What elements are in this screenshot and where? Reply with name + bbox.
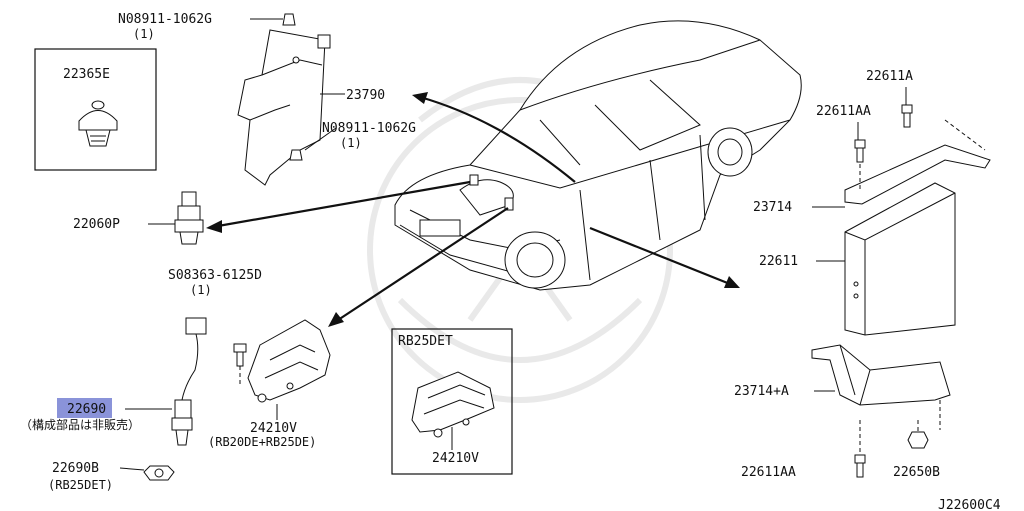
- part-24210V-a: [247, 319, 331, 403]
- label-08911-top-qty: (1): [133, 27, 155, 41]
- label-22611[interactable]: 22611: [759, 254, 798, 269]
- rb25det-box: [391, 328, 513, 475]
- label-22060P[interactable]: 22060P: [73, 217, 120, 232]
- bolt-22611AA-bot: [854, 454, 866, 478]
- label-22690[interactable]: 22690: [67, 402, 106, 417]
- label-24210V-a[interactable]: 24210V: [250, 421, 297, 436]
- part-22611-ecu: [844, 182, 956, 336]
- label-23790[interactable]: 23790: [346, 88, 385, 103]
- part-22690B: [143, 465, 175, 481]
- part-22365E-box: [34, 48, 157, 171]
- arrow-to-22060P: [206, 180, 471, 233]
- label-24210V-b[interactable]: 24210V: [432, 451, 479, 466]
- highlight-22690: [57, 398, 112, 418]
- label-22690-note: （構成部品は非販売）: [20, 417, 140, 432]
- part-22690: [171, 317, 207, 446]
- bolt-22611A: [901, 104, 913, 128]
- leader-lines: [119, 18, 907, 471]
- label-22690B[interactable]: 22690B: [52, 461, 99, 476]
- watermark-emblem: [367, 77, 673, 403]
- label-22611A[interactable]: 22611A: [866, 69, 913, 84]
- bolt-22611AA-top: [854, 139, 866, 163]
- label-08911-mid-qty: (1): [340, 136, 362, 150]
- arrow-to-22611: [589, 226, 740, 288]
- label-24210V-a-note: (RB20DE+RB25DE): [208, 435, 316, 449]
- part-23790: [237, 13, 331, 186]
- label-diagram-code: J22600C4: [938, 498, 1001, 511]
- label-08911-mid[interactable]: N08911-1062G: [322, 121, 416, 136]
- label-22365E[interactable]: 22365E: [63, 67, 110, 82]
- label-23714A[interactable]: 23714+A: [734, 384, 789, 399]
- car-illustration: [394, 20, 802, 291]
- label-08911-top[interactable]: N08911-1062G: [118, 12, 212, 27]
- label-rb25det-box-title: RB25DET: [398, 334, 453, 349]
- arrow-to-23790: [412, 92, 576, 183]
- part-22060P: [174, 191, 204, 245]
- label-08363-qty: (1): [190, 283, 212, 297]
- nut-22650B: [907, 431, 929, 449]
- label-22611AA-bot[interactable]: 22611AA: [741, 465, 796, 480]
- label-22690B-note: (RB25DET): [48, 478, 113, 492]
- label-23714[interactable]: 23714: [753, 200, 792, 215]
- part-23714-bracket: [844, 119, 991, 205]
- label-22611AA-top[interactable]: 22611AA: [816, 104, 871, 119]
- part-23714A-bracket: [811, 344, 951, 455]
- label-08363[interactable]: S08363-6125D: [168, 268, 262, 283]
- label-22650B[interactable]: 22650B: [893, 465, 940, 480]
- part-08363-bolt: [233, 343, 247, 385]
- arrow-to-24210V: [328, 207, 509, 327]
